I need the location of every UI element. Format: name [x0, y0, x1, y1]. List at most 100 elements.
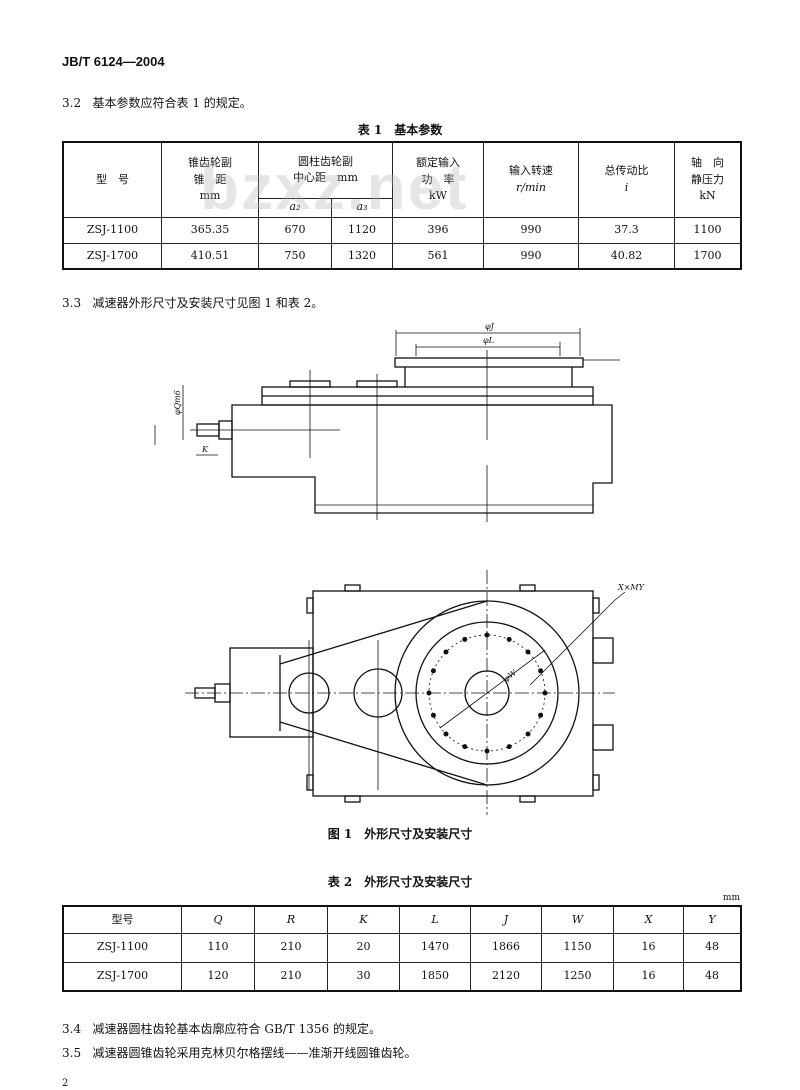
bolt-hole-icon — [525, 731, 531, 737]
cell-J: 2120 — [470, 961, 542, 992]
header-power-unit: kW — [429, 189, 447, 202]
cell-R: 210 — [254, 961, 328, 992]
header-bevel-line1: 锥齿轮副 — [188, 156, 232, 169]
cell-bevel: 410.51 — [161, 242, 259, 270]
cell-Q: 110 — [181, 932, 255, 963]
cell-power: 561 — [392, 242, 484, 270]
bolt-hole-icon — [538, 668, 544, 674]
label-phiJ: φJ — [485, 322, 495, 331]
table-header-row: 型 号 锥齿轮副 锥 距 mm 圆柱齿轮副 中心距 mm 额定输入 功 率 kW… — [62, 141, 742, 218]
header-W: W — [541, 905, 614, 934]
section-number: 3.3 — [62, 296, 82, 310]
cell-a3: 1120 — [331, 216, 393, 244]
cell-X: 16 — [613, 961, 684, 992]
watermark: bzxz.net — [200, 151, 469, 223]
header-model: 型 号 — [62, 141, 162, 218]
cell-L: 1850 — [399, 961, 471, 992]
bolt-hole-icon — [430, 668, 436, 674]
label-bolt-spec: X×MY — [617, 583, 645, 592]
header-cylindrical: 圆柱齿轮副 中心距 mm — [258, 141, 393, 199]
header-X: X — [613, 905, 684, 934]
label-K: K — [201, 445, 209, 454]
table-header-row: 型号 Q R K L J W X Y — [62, 905, 742, 934]
header-bevel: 锥齿轮副 锥 距 mm — [161, 141, 259, 218]
header-bevel-line2: 锥 距 — [193, 172, 227, 186]
dimensions-table: 型号 Q R K L J W X Y ZSJ-1100 110 210 20 1… — [62, 905, 742, 992]
cell-ratio: 37.3 — [578, 216, 675, 244]
cell-Y: 48 — [683, 932, 742, 963]
header-axial: 轴 向 静压力 kN — [674, 141, 742, 218]
bolt-hole-icon — [430, 712, 436, 718]
header-K: K — [327, 905, 400, 934]
cell-Q: 120 — [181, 961, 255, 992]
cell-a2: 750 — [258, 242, 332, 270]
bolt-hole-icon — [538, 712, 544, 718]
table2-unit: mm — [722, 893, 740, 903]
section-3-5: 3.5 减速器圆锥齿轮采用克林贝尔格摆线——准渐开线圆锥齿轮。 — [62, 1044, 417, 1061]
plan-view — [185, 570, 626, 815]
bolt-hole-icon — [506, 636, 512, 642]
section-text: 减速器圆锥齿轮采用克林贝尔格摆线——准渐开线圆锥齿轮。 — [92, 1046, 417, 1060]
cell-model: ZSJ-1700 — [62, 242, 162, 270]
section-3-3: 3.3 减速器外形尺寸及安装尺寸见图 1 和表 2。 — [62, 294, 323, 311]
header-axial-line1: 轴 向 — [691, 156, 724, 169]
header-cyl-line1: 圆柱齿轮副 — [298, 154, 353, 168]
header-power-line2: 功 率 — [421, 172, 455, 186]
cell-a3: 1320 — [331, 242, 393, 270]
cell-model: ZSJ-1700 — [62, 961, 182, 992]
label-phiQ: φQm6 — [173, 390, 182, 415]
table1-caption: 表 1 基本参数 — [357, 123, 443, 137]
header-R: R — [254, 905, 328, 934]
standard-code: JB/T 6124—2004 — [62, 54, 165, 69]
cell-ratio: 40.82 — [578, 242, 675, 270]
section-text: 减速器圆柱齿轮基本齿廓应符合 GB/T 1356 的规定。 — [92, 1022, 381, 1036]
section-3-2: 3.2 基本参数应符合表 1 的规定。 — [62, 94, 252, 111]
cell-model: ZSJ-1100 — [62, 932, 182, 963]
table2-caption: 表 2 外形尺寸及安装尺寸 — [327, 875, 473, 889]
cell-J: 1866 — [470, 932, 542, 963]
header-Q: Q — [181, 905, 255, 934]
header-J: J — [470, 905, 542, 934]
header-bevel-unit: mm — [199, 189, 221, 202]
section-3-4: 3.4 减速器圆柱齿轮基本齿廓应符合 GB/T 1356 的规定。 — [62, 1020, 381, 1037]
header-axial-line2: 静压力 — [691, 172, 724, 186]
bolt-hole-icon — [443, 649, 449, 655]
cell-Y: 48 — [683, 961, 742, 992]
bolt-hole-icon — [462, 744, 468, 750]
table-row: ZSJ-1700 120 210 30 1850 2120 1250 16 48 — [62, 961, 742, 992]
bolt-hole-icon — [506, 744, 512, 750]
bolt-hole-icon — [462, 636, 468, 642]
label-phiW: φW — [502, 668, 519, 684]
section-text: 基本参数应符合表 1 的规定。 — [92, 96, 252, 110]
header-cyl-line2: 中心距 mm — [293, 171, 358, 185]
cell-R: 210 — [254, 932, 328, 963]
header-ratio-symbol: i — [624, 180, 629, 194]
header-power-line1: 额定输入 — [416, 156, 460, 169]
table-subheader-row: a₂ a₃ — [63, 197, 741, 218]
header-speed-unit: r/min — [516, 180, 546, 194]
table-row: ZSJ-1100 110 210 20 1470 1866 1150 16 48 — [62, 932, 742, 963]
section-number: 3.5 — [62, 1046, 82, 1060]
header-L: L — [399, 905, 471, 934]
label-phiL: φL — [483, 336, 494, 345]
elevation-view — [154, 328, 620, 522]
section-number: 3.4 — [62, 1022, 82, 1036]
header-axial-unit: kN — [699, 189, 716, 202]
cell-W: 1250 — [541, 961, 614, 992]
cell-W: 1150 — [541, 932, 614, 963]
cell-X: 16 — [613, 932, 684, 963]
basic-parameters-table: 型 号 锥齿轮副 锥 距 mm 圆柱齿轮副 中心距 mm 额定输入 功 率 kW… — [62, 141, 742, 270]
bolt-hole-icon — [484, 632, 490, 638]
cell-axial: 1700 — [674, 242, 742, 270]
header-Y: Y — [683, 905, 742, 934]
header-speed-line1: 输入转速 — [509, 164, 553, 178]
cell-K: 20 — [327, 932, 400, 963]
header-model: 型号 — [62, 905, 182, 934]
table-row: ZSJ-1700 410.51 750 1320 561 990 40.82 1… — [62, 242, 742, 270]
cell-speed: 990 — [483, 242, 579, 270]
cell-L: 1470 — [399, 932, 471, 963]
table-row: ZSJ-1100 365.35 670 1120 396 990 37.3 11… — [62, 216, 742, 244]
bolt-hole-icon — [443, 731, 449, 737]
section-number: 3.2 — [62, 96, 82, 110]
